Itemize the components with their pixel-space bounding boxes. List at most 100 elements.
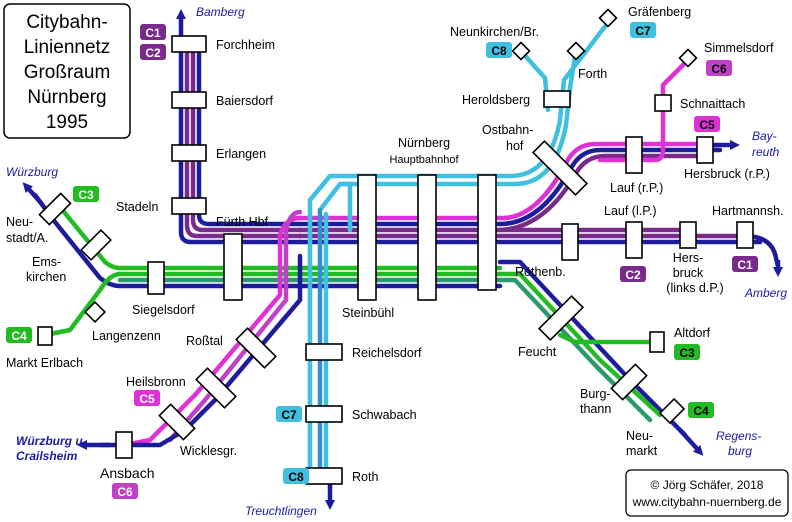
station-hersbruck-rp-marker[interactable] (696, 136, 714, 164)
station-rosstal-marker[interactable] (235, 327, 277, 369)
badge-c6-northeast: C6 (711, 62, 727, 76)
station-heroldsberg-marker[interactable] (543, 90, 571, 108)
badge-c8-south: C8 (288, 470, 304, 484)
station-hartmannsh-label: Hartmannsh. (712, 204, 784, 218)
station-erlangen-marker[interactable] (171, 144, 207, 162)
station-hersbruck-lp-marker[interactable] (679, 221, 697, 249)
station-emskirchen-marker[interactable] (80, 229, 112, 261)
station-forchheim-marker[interactable] (171, 35, 207, 53)
station-nuernberg-hbf-marker[interactable] (357, 174, 377, 301)
title-box: Citybahn- Liniennetz Großraum Nürnberg 1… (3, 3, 131, 139)
station-ostbahnhof-label-1: Ostbahn- (482, 123, 533, 137)
dest-bayreuth-2: reuth (752, 145, 780, 159)
dest-bayreuth-1: Bay- (752, 129, 777, 143)
badge-c3-west: C3 (78, 188, 94, 202)
station-ansbach-label: Ansbach (100, 465, 154, 481)
dest-regensburg-2: burg (728, 444, 752, 458)
station-lauf-rp-marker[interactable] (625, 136, 643, 174)
stations (37, 8, 754, 485)
badge-c7-south: C7 (281, 408, 297, 422)
dest-regensburg-1: Regens- (716, 429, 761, 443)
station-hersbruck-lp-label-1: Hers- (673, 251, 704, 265)
badge-c5-northeast: C5 (699, 118, 715, 132)
station-burgthann-label-1: Burg- (580, 387, 611, 401)
station-steinbuehl-marker[interactable] (417, 174, 437, 301)
station-neustadt-label-1: Neu- (6, 215, 33, 229)
station-heilsbronn-marker[interactable] (195, 367, 237, 409)
dest-bamberg: Bamberg (196, 5, 245, 19)
station-wicklesgr-label: Wicklesgr. (180, 444, 237, 458)
station-hersbruck-rp-label: Hersbruck (r.P.) (684, 167, 770, 181)
station-steinbuehl-label: Steinbühl (342, 306, 394, 320)
station-labels: Forchheim Baiersdorf Erlangen Stadeln Fü… (6, 5, 784, 484)
station-baiersdorf-label: Baiersdorf (216, 94, 273, 108)
station-altdorf-marker[interactable] (649, 331, 665, 353)
station-roethenbach-marker[interactable] (561, 223, 579, 261)
station-neustadt-marker[interactable] (38, 192, 72, 226)
station-markt-erlbach-marker[interactable] (37, 326, 53, 346)
station-heroldsberg-label: Heroldsberg (462, 93, 530, 107)
destination-labels: Bamberg Würzburg Würzburg u. Crailsheim … (6, 5, 787, 518)
badge-c3-southeast: C3 (679, 346, 695, 360)
station-schwabach-marker[interactable] (305, 405, 343, 423)
station-lauf-rp-label: Lauf (r.P.) (610, 181, 663, 195)
lines-southwest (77, 209, 303, 450)
station-feucht-label: Feucht (518, 345, 557, 359)
station-stadeln-label: Stadeln (116, 200, 158, 214)
lines-north (176, 9, 303, 245)
station-neumarkt-label-2: markt (626, 444, 658, 458)
station-feucht-marker[interactable] (537, 294, 585, 342)
station-neumarkt-marker[interactable] (658, 397, 686, 425)
station-schnaittach-marker[interactable] (654, 94, 672, 112)
dest-wuerzburg-crailsheim-2: Crailsheim (16, 449, 78, 463)
station-baiersdorf-marker[interactable] (171, 91, 207, 109)
station-forth-marker[interactable] (566, 41, 586, 61)
badge-c8-north: C8 (491, 44, 507, 58)
station-wicklesgreuth-marker[interactable] (158, 403, 196, 441)
dest-treuchtlingen: Treuchtlingen (245, 504, 317, 518)
station-roth-label: Roth (352, 470, 378, 484)
dest-wuerzburg-crailsheim-1: Würzburg u. (16, 434, 86, 448)
station-stadeln-marker[interactable] (171, 197, 207, 215)
station-reichelsdorf-label: Reichelsdorf (352, 346, 422, 360)
station-neunkirchen-label: Neunkirchen/Br. (450, 25, 539, 39)
station-hartmannshof-marker[interactable] (736, 221, 754, 249)
station-simmelsdorf-marker[interactable] (678, 48, 698, 68)
station-emskirchen-label-1: Ems- (32, 255, 61, 269)
station-siegelsdorf-marker[interactable] (147, 261, 165, 295)
badge-c4-southeast: C4 (693, 404, 709, 418)
station-emskirchen-label-2: kirchen (26, 270, 66, 284)
dest-amberg: Amberg (744, 286, 787, 300)
station-graefenberg-marker[interactable] (598, 8, 618, 28)
station-burgthann-label-2: thann (580, 402, 611, 416)
station-ansbach-marker[interactable] (115, 431, 133, 459)
badge-c5-southwest: C5 (139, 392, 155, 406)
station-hersbruck-lp-label-3: (links d.P.) (666, 281, 723, 295)
station-fuerth-marker[interactable] (223, 233, 243, 301)
line-badges: C1 C2 C3 C4 C5 C6 C7 C8 C8 C7 C6 C5 C2 C… (6, 22, 758, 499)
station-rosstal-label: Roßtal (186, 334, 223, 348)
station-lauf-lp-label: Lauf (l.P.) (604, 204, 657, 218)
badge-c2-east: C2 (625, 268, 641, 282)
badge-c6-southwest: C6 (117, 485, 133, 499)
station-langenzenn-marker[interactable] (83, 300, 107, 324)
station-forchheim-label: Forchheim (216, 38, 275, 52)
station-nuernberg-label-2: Hauptbahnhof (389, 154, 459, 166)
lines-west (22, 182, 123, 338)
station-roethenb-label: Röthenb. (515, 265, 566, 279)
station-ostbahnhof-marker[interactable] (531, 139, 589, 197)
title-line-2: Liniennetz (24, 37, 111, 58)
copyright-line-1: © Jörg Schäfer, 2018 (651, 478, 764, 492)
station-roth-marker[interactable] (305, 467, 343, 485)
badge-c4-west: C4 (11, 329, 27, 343)
station-langenzenn-label: Langenzenn (92, 329, 161, 343)
badge-c1-east: C1 (737, 258, 753, 272)
title-line-5: 1995 (46, 112, 88, 133)
station-reichelsdorf-marker[interactable] (305, 343, 343, 361)
station-lauf-lp-marker[interactable] (625, 221, 643, 259)
station-neunkirchen-marker[interactable] (511, 41, 531, 61)
station-burgthann-marker[interactable] (610, 363, 648, 401)
title-line-3: Großraum (24, 62, 111, 83)
station-forth-label: Forth (578, 67, 607, 81)
station-duetzendteich-marker[interactable] (477, 174, 497, 291)
